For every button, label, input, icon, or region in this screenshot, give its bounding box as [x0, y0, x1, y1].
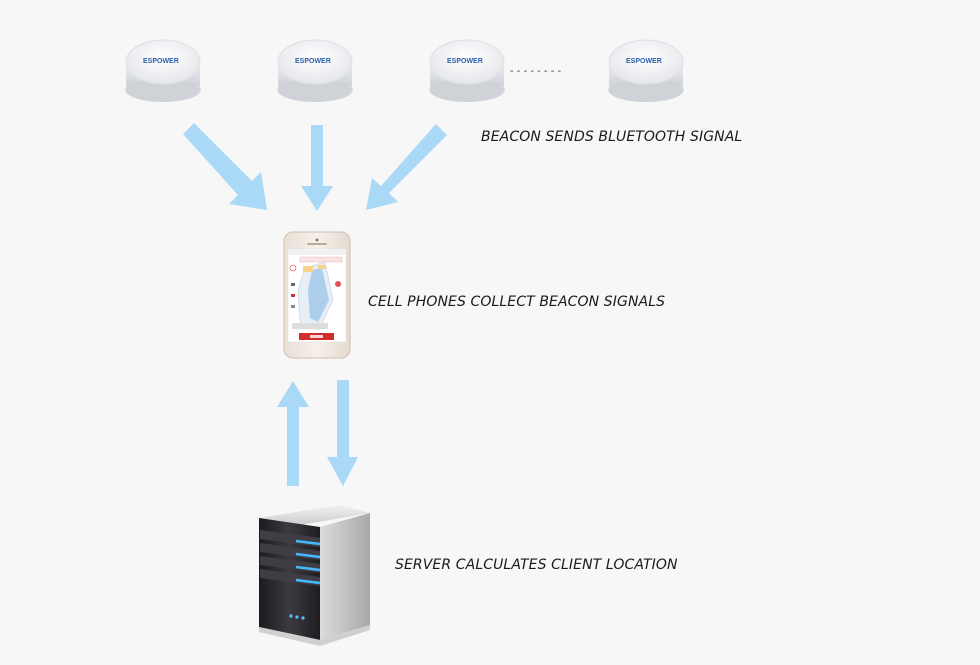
signal-arrow-left [183, 123, 267, 210]
server [259, 505, 370, 646]
caption-server: SERVER CALCULATES CLIENT LOCATION [395, 557, 678, 573]
beacon-logo: ESPOWER [447, 58, 483, 65]
caption-phone: CELL PHONES COLLECT BEACON SIGNALS [368, 294, 666, 310]
signal-arrow-right [366, 124, 447, 210]
beacon-logo: ESPOWER [295, 58, 331, 65]
upload-arrow [277, 381, 309, 486]
beacon-logo: ESPOWER [143, 58, 179, 65]
beacon-1: ESPOWER [125, 39, 201, 102]
beacon-ellipsis: - - - - - - - - [510, 66, 562, 77]
beacon-3: ESPOWER [429, 39, 505, 102]
beacon-2: ESPOWER [277, 39, 353, 102]
signal-arrow-center [301, 125, 333, 211]
download-arrow [327, 380, 358, 486]
caption-beacon: BEACON SENDS BLUETOOTH SIGNAL [481, 129, 743, 145]
smartphone [283, 231, 351, 359]
beacon-4: ESPOWER [608, 39, 684, 102]
beacon-logo: ESPOWER [626, 58, 662, 65]
